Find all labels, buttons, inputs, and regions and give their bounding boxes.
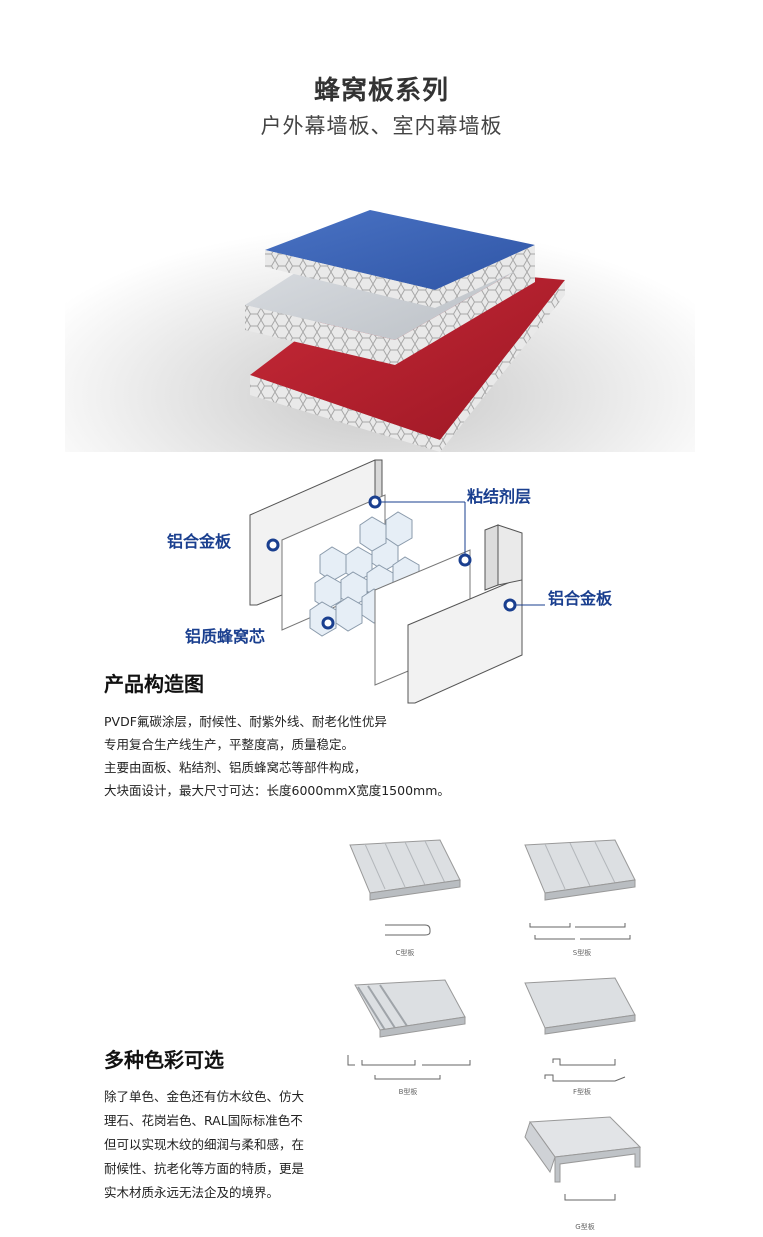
f-profile-caption: F型板 [572,1088,592,1096]
colors-line: 除了单色、金色还有仿木纹色、仿大 [104,1089,305,1104]
colors-line: 耐候性、抗老化等方面的特质，更是 [104,1161,305,1176]
structure-section-title: 产品构造图 [104,672,204,696]
colors-line: 但可以实现木纹的细润与柔和感，在 [104,1137,305,1152]
page-title: 蜂窝板系列 [313,76,449,106]
structure-line: PVDF氟碳涂层，耐候性、耐紫外线、耐老化性优异 [104,714,387,729]
structure-line: 大块面设计，最大尺寸可达：长度6000mmX宽度1500mm。 [104,783,450,798]
label-right-aluminum-panel: 铝合金板 [548,589,613,608]
structure-line: 专用复合生产线生产，平整度高，质量稳定。 [104,737,355,752]
c-profile-caption: C型板 [395,949,415,957]
structure-line: 主要由面板、粘结剂、铝质蜂窝芯等部件构成， [104,760,367,775]
label-adhesive-layer: 粘结剂层 [467,487,532,506]
g-profile-image [524,1116,642,1201]
exploded-diagram-image [249,459,545,704]
honeycomb-panels-image [65,170,695,452]
s-profile-image [524,839,636,940]
s-profile-caption: S型板 [572,949,592,957]
colors-line: 理石、花岗岩色、RAL国际标准色不 [104,1113,303,1128]
b-profile-image [347,979,471,1080]
label-left-aluminum-panel: 铝合金板 [167,532,232,551]
label-honeycomb-core: 铝质蜂窝芯 [185,627,266,646]
page-subtitle: 户外幕墙板、室内幕墙板 [260,114,503,138]
structure-description: PVDF氟碳涂层，耐候性、耐紫外线、耐老化性优异 专用复合生产线生产，平整度高，… [104,710,450,802]
structure-diagram: 铝合金板 粘结剂层 铝合金板 铝质蜂窝芯 [167,455,630,710]
g-profile-caption: G型板 [575,1223,595,1231]
colors-line: 实木材质永远无法企及的境界。 [104,1185,280,1200]
f-profile-image [524,977,636,1082]
b-profile-caption: B型板 [398,1088,418,1096]
colors-description: 除了单色、金色还有仿木纹色、仿大 理石、花岗岩色、RAL国际标准色不 但可以实现… [104,1085,304,1205]
c-profile-image [349,839,461,936]
colors-section-title: 多种色彩可选 [104,1048,224,1072]
